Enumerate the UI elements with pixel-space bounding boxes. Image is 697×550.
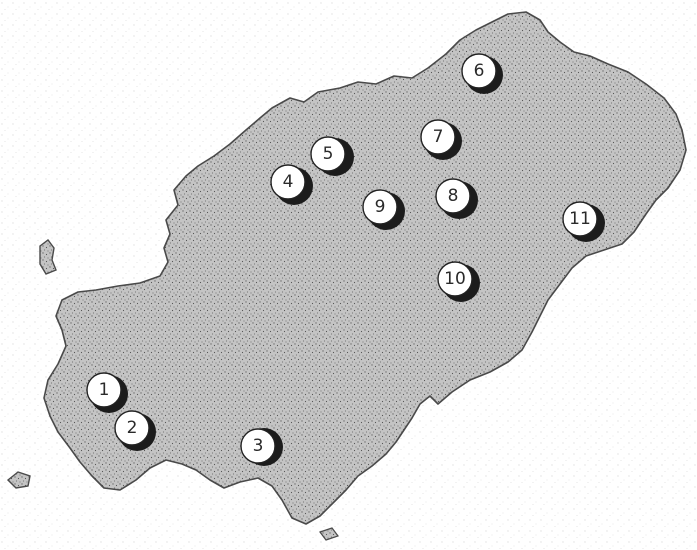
map-marker[interactable]: 2 xyxy=(114,410,156,451)
marker-number: 5 xyxy=(323,144,334,164)
marker-disc xyxy=(240,428,276,464)
map-marker[interactable]: 11 xyxy=(562,201,605,242)
map-marker[interactable]: 5 xyxy=(310,136,354,176)
map-marker[interactable]: 6 xyxy=(461,53,503,94)
islet-west xyxy=(39,239,57,275)
marker-number: 6 xyxy=(474,61,485,81)
island-landmass xyxy=(43,11,687,525)
marker-disc xyxy=(114,410,150,446)
marker-number: 9 xyxy=(375,197,386,217)
marker-disc xyxy=(461,53,497,89)
marker-disc xyxy=(437,261,473,297)
marker-disc xyxy=(362,189,398,225)
marker-disc xyxy=(420,119,456,155)
marker-number: 3 xyxy=(253,436,264,456)
map-marker[interactable]: 9 xyxy=(362,189,405,230)
map-marker[interactable]: 10 xyxy=(437,261,480,302)
marker-number: 8 xyxy=(448,186,459,206)
map-marker[interactable]: 4 xyxy=(270,164,313,205)
islet-southwest xyxy=(6,471,31,489)
marker-disc xyxy=(435,178,471,214)
marker-number: 1 xyxy=(99,380,110,400)
marker-number: 4 xyxy=(283,172,294,192)
marker-number: 2 xyxy=(127,418,138,438)
marker-number: 10 xyxy=(444,269,466,289)
map-marker[interactable]: 7 xyxy=(420,119,462,160)
islet-south xyxy=(319,527,339,541)
marker-disc xyxy=(562,201,598,237)
map-marker[interactable]: 3 xyxy=(240,428,283,466)
marker-disc xyxy=(270,164,306,200)
marker-number: 7 xyxy=(433,127,444,147)
marker-number: 11 xyxy=(569,209,591,229)
map-marker[interactable]: 1 xyxy=(86,372,128,413)
marker-disc xyxy=(310,136,346,172)
marker-disc xyxy=(86,372,122,408)
map-marker[interactable]: 8 xyxy=(435,178,478,219)
